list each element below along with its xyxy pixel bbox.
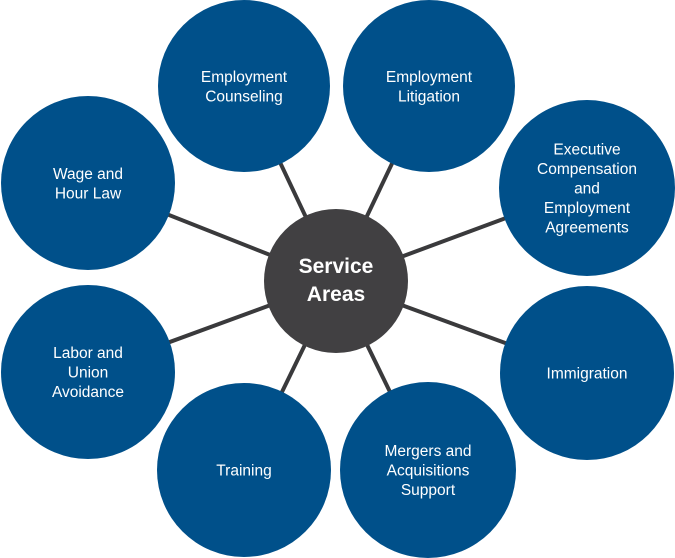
node-label-line: Avoidance xyxy=(52,384,124,401)
node-circle xyxy=(1,96,175,270)
node-circle xyxy=(340,382,516,558)
node-label-line: Immigration xyxy=(547,366,628,383)
node-label-line: Compensation xyxy=(537,161,637,178)
node-label-line: Hour Law xyxy=(55,185,122,202)
node-circle xyxy=(500,286,674,460)
node-label-line: Wage and xyxy=(53,166,123,183)
hub-circle xyxy=(264,209,408,353)
node-label-line: and xyxy=(574,181,600,198)
hub: Service Areas xyxy=(264,209,408,353)
node-label-line: Executive xyxy=(553,142,620,159)
hub-label-line-2: Areas xyxy=(307,283,365,306)
node-circle xyxy=(1,285,175,459)
node-label-line: Employment xyxy=(201,69,288,86)
node-label-line: Training xyxy=(216,463,271,480)
node-label-line: Agreements xyxy=(545,220,629,237)
node-label-line: Union xyxy=(68,365,109,382)
node-circle xyxy=(158,0,330,172)
node-label-line: Acquisitions xyxy=(387,463,470,480)
hub-label-line-1: Service xyxy=(299,255,374,278)
node-label-line: Litigation xyxy=(398,88,460,105)
node-label-line: Labor and xyxy=(53,345,123,362)
node-circle xyxy=(343,0,515,172)
node-training: Training xyxy=(157,383,331,557)
node-label-line: Employment xyxy=(544,200,631,217)
node-circle xyxy=(157,383,331,557)
node-label-line: Mergers and xyxy=(384,443,471,460)
node-label-line: Support xyxy=(401,482,456,499)
node-immigration: Immigration xyxy=(500,286,674,460)
node-label-line: Counseling xyxy=(205,88,283,105)
node-circle xyxy=(499,100,675,276)
node-label-line: Employment xyxy=(386,69,473,86)
